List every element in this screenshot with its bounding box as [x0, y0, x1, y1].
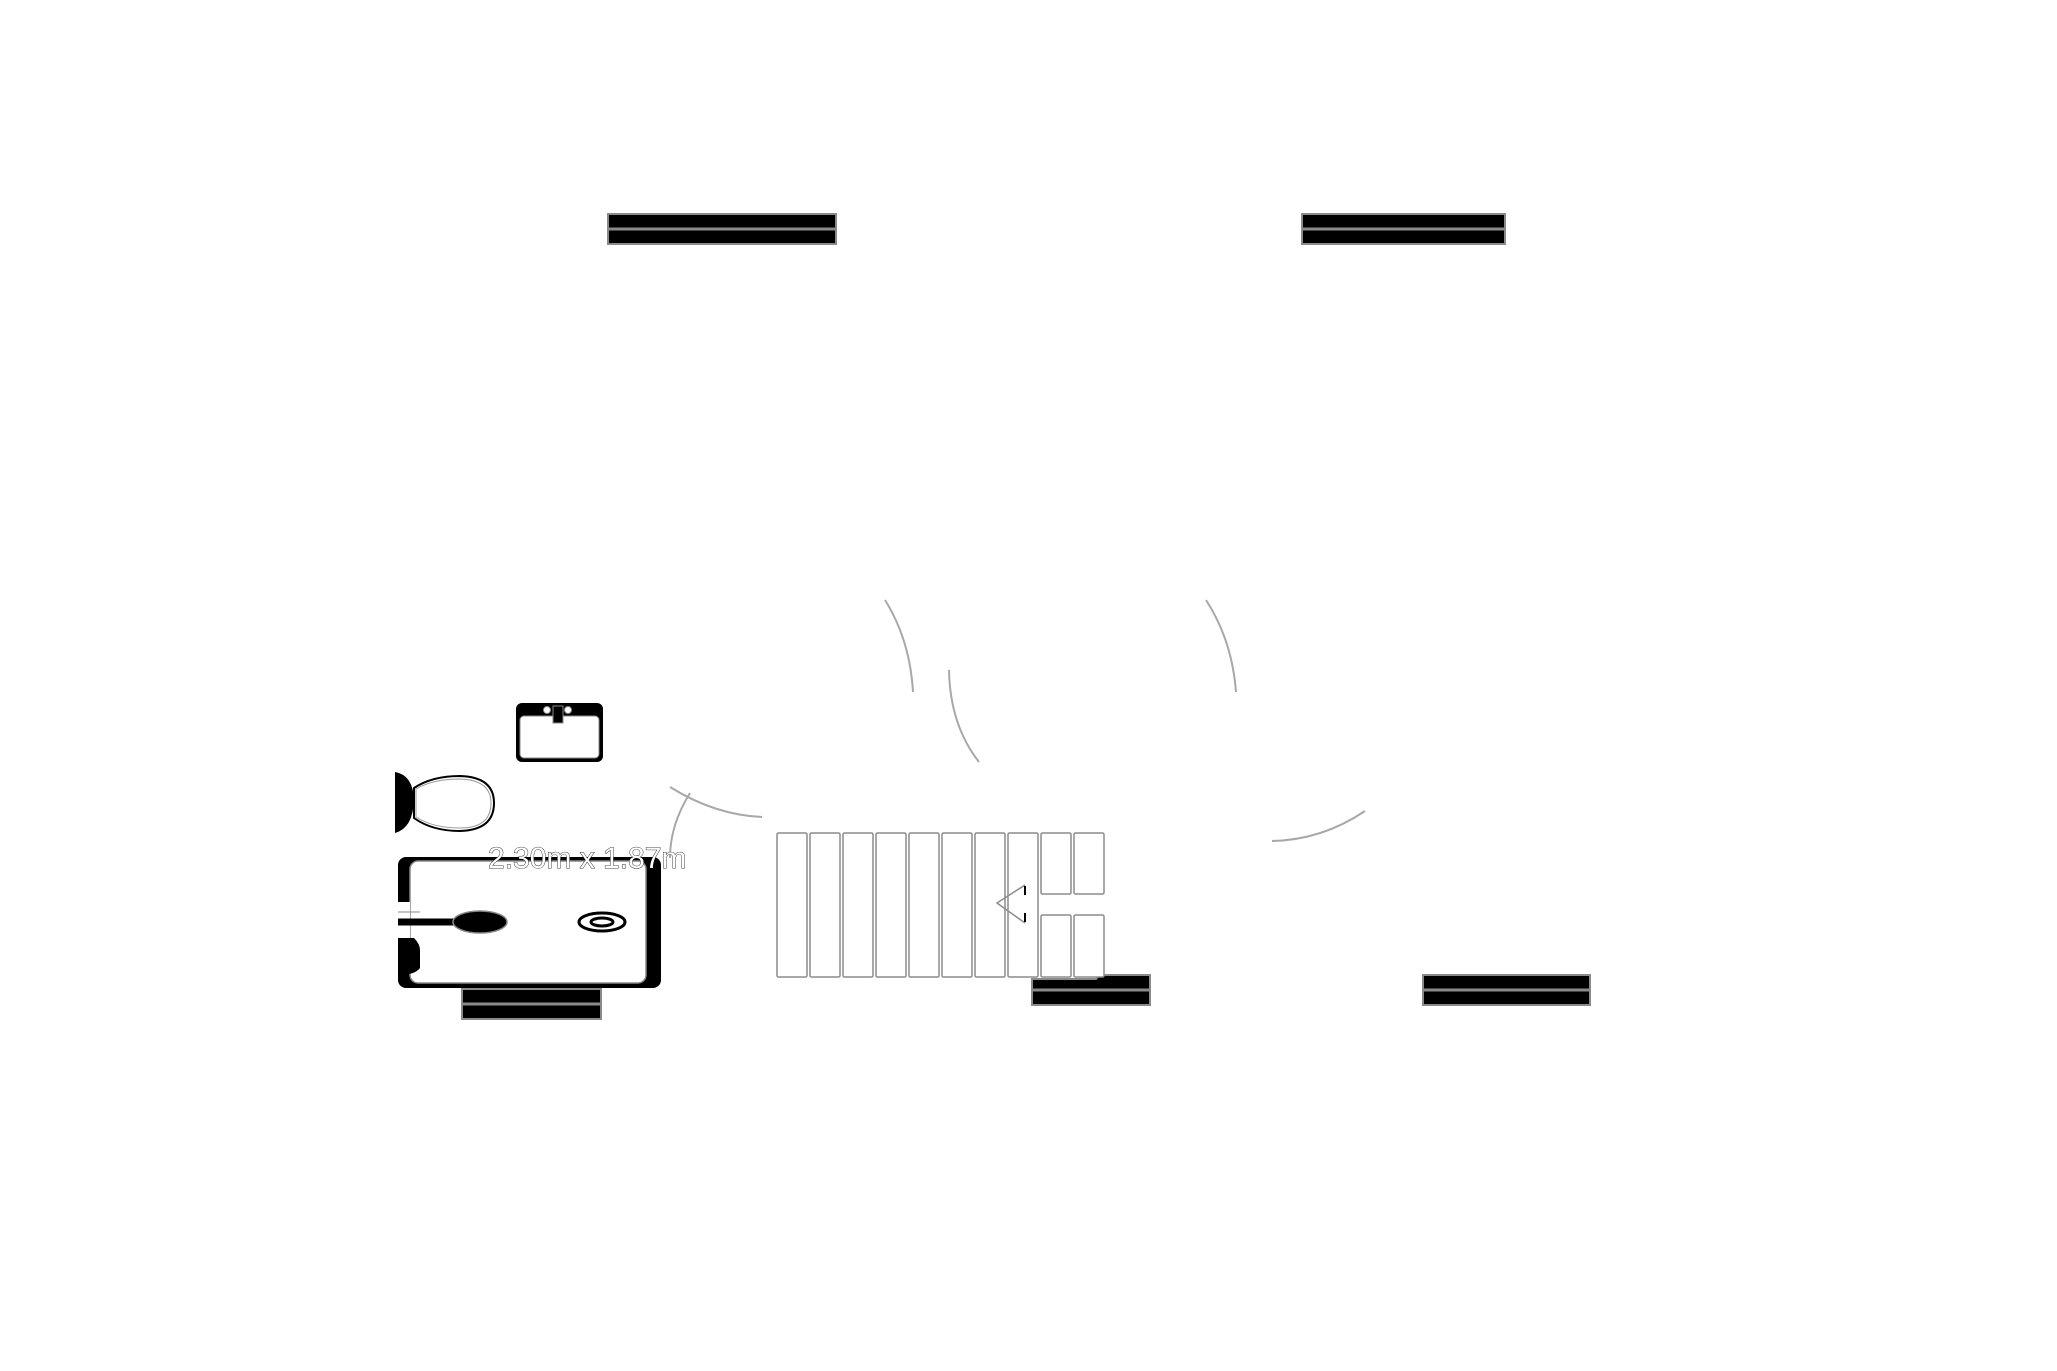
drain-icon — [452, 910, 508, 934]
arrow-left-icon — [995, 884, 1026, 924]
wall-bottom-right — [1422, 974, 1591, 1006]
stair-tread — [842, 832, 874, 978]
stair-tread — [974, 832, 1006, 978]
stair-tread — [1040, 914, 1072, 978]
wall-top-left — [607, 213, 837, 245]
staircase — [776, 832, 1105, 978]
stair-tread — [809, 832, 841, 978]
door-swing-arc — [669, 792, 691, 859]
door-swing-arc — [1271, 810, 1366, 842]
sink-icon — [516, 703, 603, 762]
stair-tread — [941, 832, 973, 978]
wall-bottom-left — [461, 988, 602, 1020]
stair-tread — [908, 832, 940, 978]
stair-tread — [1040, 832, 1072, 895]
door-swing-arc — [948, 669, 980, 763]
room-dimension-label: 2.30m x 1.87m — [488, 842, 686, 875]
stair-tread — [776, 832, 808, 978]
door-swing-arc — [669, 786, 763, 818]
door-swing-arc — [884, 599, 914, 693]
stair-tread — [875, 832, 907, 978]
stair-tread — [1073, 914, 1105, 978]
stair-tread — [1073, 832, 1105, 895]
toilet-icon — [395, 772, 496, 833]
wall-top-right — [1301, 213, 1506, 245]
wall-bottom-middle — [1031, 974, 1151, 1006]
door-swing-arc — [1205, 599, 1237, 693]
bathtub-icon: 2.30m x 1.87m — [398, 842, 687, 988]
stair-tread — [1007, 832, 1039, 978]
